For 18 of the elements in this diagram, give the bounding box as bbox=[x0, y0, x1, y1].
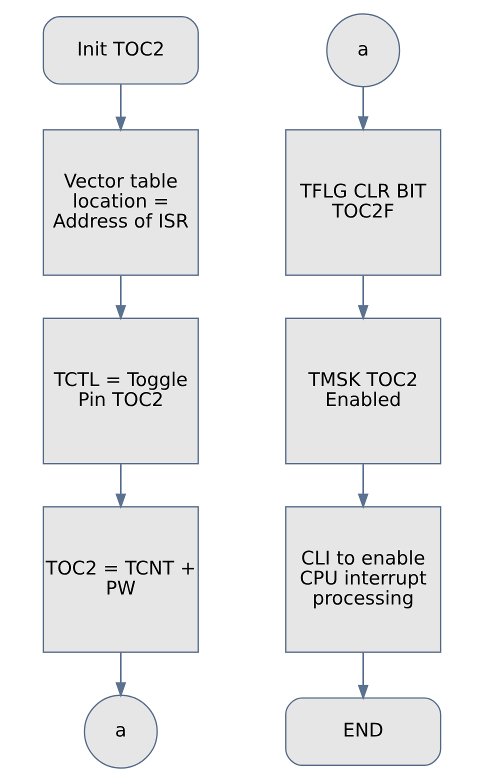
node-box: TOC2 = TCNT + PW bbox=[42, 506, 199, 653]
node-circle: a bbox=[326, 13, 400, 88]
node-box: END bbox=[285, 697, 442, 766]
arrow bbox=[358, 652, 369, 700]
arrow bbox=[358, 464, 369, 509]
arrow bbox=[358, 276, 369, 320]
node-box: TCTL = Toggle Pin TOC2 bbox=[42, 318, 199, 464]
node-box: Vector table location = Address of ISR bbox=[42, 129, 199, 276]
arrow bbox=[115, 276, 126, 320]
arrow bbox=[358, 86, 369, 132]
arrow bbox=[115, 652, 126, 698]
node-box: TMSK TOC2 Enabled bbox=[285, 318, 442, 464]
node-box: TFLG CLR BIT TOC2F bbox=[285, 129, 442, 276]
arrow bbox=[115, 464, 126, 509]
node-box: Init TOC2 bbox=[42, 16, 199, 85]
node-circle: a bbox=[84, 694, 158, 769]
node-box: CLI to enable CPU interrupt processing bbox=[285, 506, 442, 653]
arrow bbox=[115, 84, 126, 132]
